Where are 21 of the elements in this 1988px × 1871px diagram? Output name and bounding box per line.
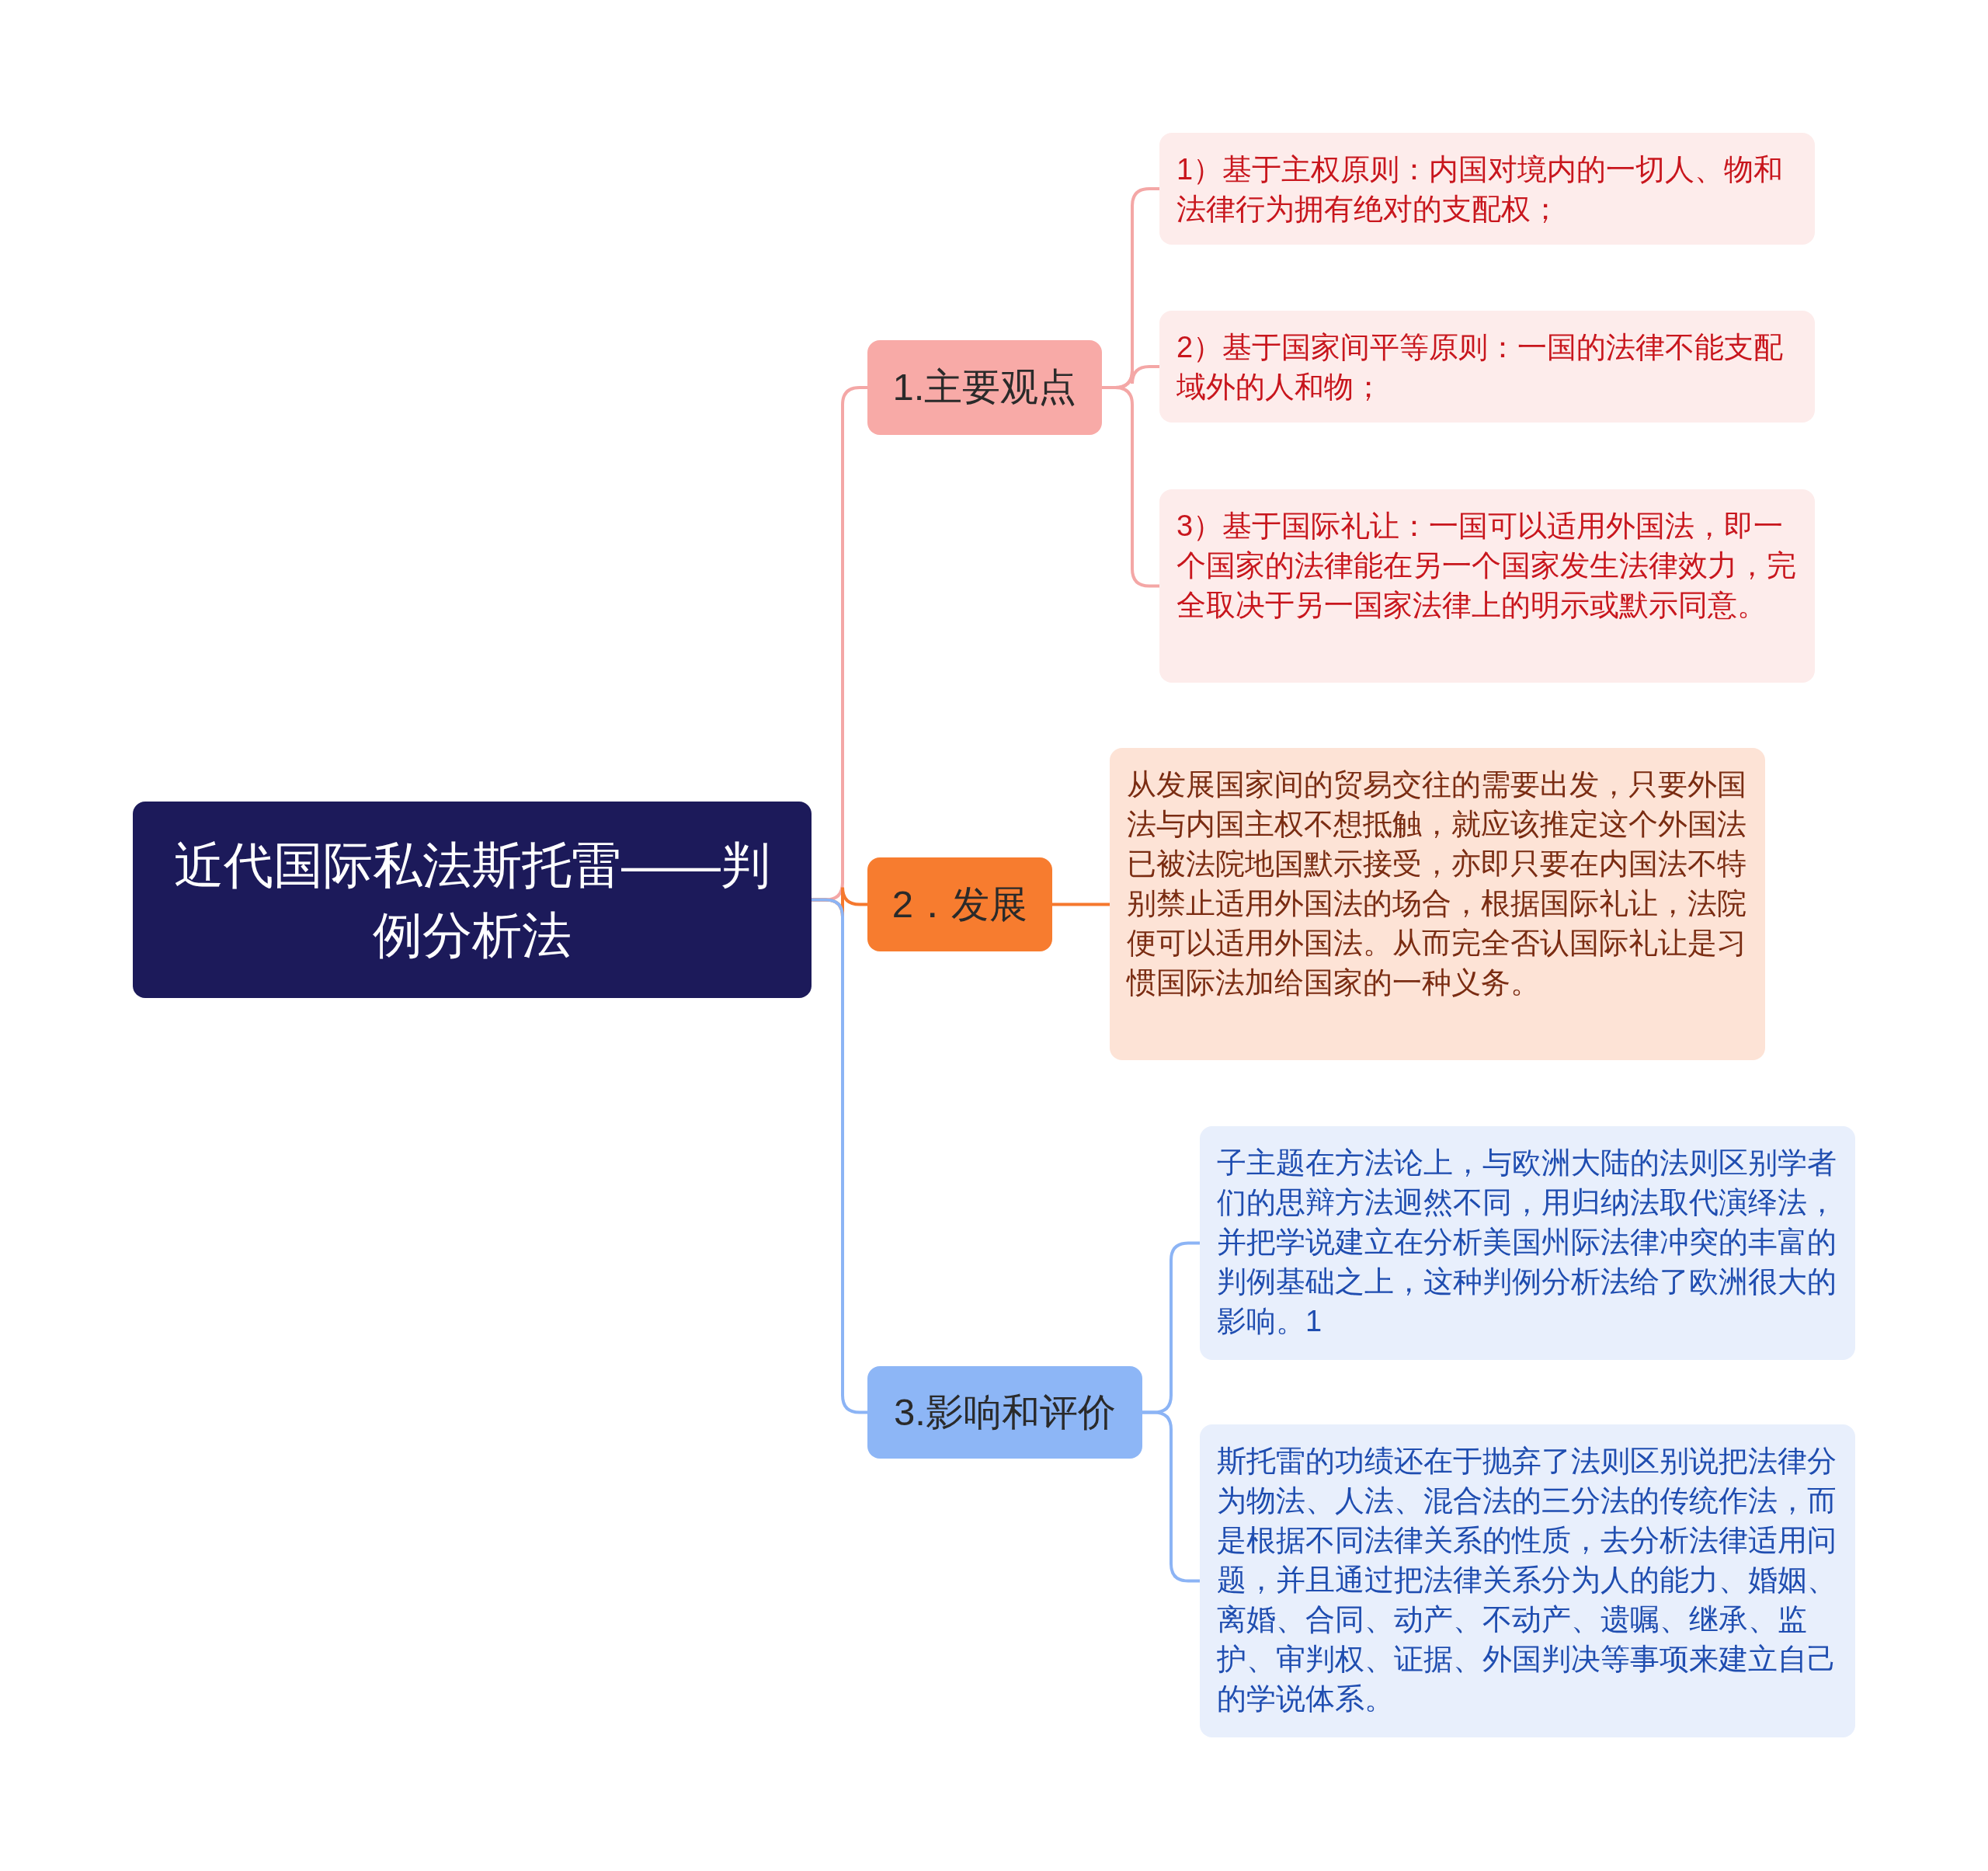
- topic-text: 斯托雷的功绩还在于抛弃了法则区别说把法律分为物法、人法、混合法的三分法的传统作法，而是根据不同法律关系的性质，去分析法律适用问题，并且通过把法律关系分为人的能力、婚姻、离婚、合同、动产、不动产、遗嘱、继承、监护、审判权、证据、外国判决等事项来建立自己的学说体系。: [1217, 1444, 1837, 1716]
- branch-topic: [867, 857, 1052, 951]
- topic-text: 子主题在方法论上，与欧洲大陆的法则区别学者们的思辩方法迥然不同，用归纳法取代演绎法，并把学说建立在分析美国州际法律冲突的丰富的判例基础之上，这种判例分析法给了欧洲很大的影响。1: [1217, 1146, 1837, 1339]
- branch-topic: [867, 1366, 1142, 1459]
- topic-text: 1.主要观点: [892, 365, 1077, 410]
- topic-text: 3.影响和评价: [894, 1389, 1116, 1435]
- topic-text: 2）基于国家间平等原则：一国的法律不能支配域外的人和物；: [1176, 330, 1785, 405]
- topic-text: 从发展国家间的贸易交往的需要出发，只要外国法与内国主权不想抵触，就应该推定这个外国法已被法院地国默示接受，亦即只要在内国法不特别禁止适用外国法的场合，根据国际礼让，法院便可以适用外国法。从而完全否认国际礼让是习惯国际法加给国家的一种义务。: [1127, 767, 1747, 1000]
- topic-text: 2．发展: [891, 882, 1028, 927]
- subtopic-card: [1159, 311, 1815, 423]
- subtopic-card: [1200, 1424, 1855, 1737]
- root-topic: [133, 802, 812, 998]
- subtopic-card: [1159, 489, 1815, 683]
- subtopic-card: [1159, 133, 1815, 245]
- connector-line: [1052, 902, 1110, 906]
- topic-text: 1）基于主权原则：内国对境内的一切人、物和法律行为拥有绝对的支配权；: [1176, 152, 1785, 227]
- topic-text: 近代国际私法斯托雷——判例分析法: [173, 836, 771, 965]
- subtopic-card: [1110, 748, 1765, 1060]
- topic-text: 3）基于国际礼让：一国可以适用外国法，即一个国家的法律能在另一个国家发生法律效力，完全取决于另一国家法律上的明示或默示同意。: [1176, 509, 1797, 623]
- branch-topic: [867, 340, 1102, 435]
- subtopic-card: [1200, 1126, 1855, 1360]
